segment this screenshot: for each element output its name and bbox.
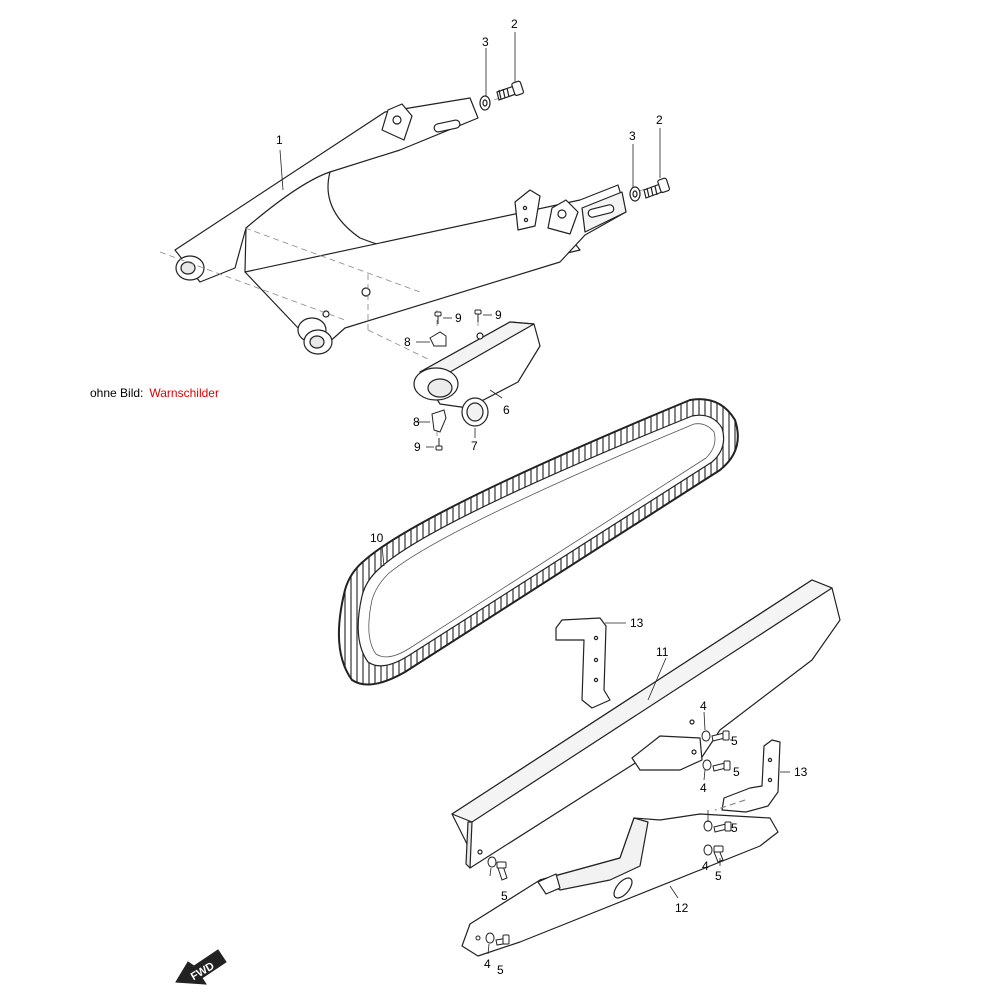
callout-8-upper: 8 [404,335,411,349]
callout-4-a: 4 [700,699,707,713]
callout-13-center: 13 [630,616,644,630]
callout-9-b: 9 [495,308,502,322]
lower-guard-bracket [714,739,781,813]
mount-brackets [429,331,447,433]
callout-10: 10 [370,531,384,545]
note-label: ohne Bild: [90,386,144,400]
callout-4-c: 4 [702,859,709,873]
callout-11: 11 [656,645,669,659]
cover-cap [461,397,489,427]
washer-upper [479,95,491,111]
callout-5-a: 5 [731,734,738,748]
callout-6: 6 [503,403,510,417]
callout-12: 12 [675,901,689,915]
drive-belt [337,398,739,686]
callout-2-upper: 2 [511,17,518,31]
missing-image-note: ohne Bild: Warnschilder [90,386,219,400]
belt-guard [451,579,841,869]
small-screws [434,309,482,451]
bolt-upper [496,80,524,101]
callout-4-d: 4 [484,957,491,971]
callout-5-b: 5 [733,765,740,779]
callout-2-lower: 2 [656,113,663,127]
forward-direction-arrow: FWD [175,949,227,985]
belt-guard-bracket [555,617,611,709]
note-value-warnschilder[interactable]: Warnschilder [149,386,219,400]
callout-5-c: 5 [731,821,738,835]
lower-belt-guard [461,813,779,957]
bolt-lower [643,177,670,199]
callout-4-b: 4 [700,781,707,795]
callout-9-c: 9 [414,440,421,454]
callout-3-upper: 3 [482,35,489,49]
callout-1: 1 [276,133,283,147]
leader-lines [279,32,790,955]
pivot-cover [413,321,541,409]
swing-arm [174,97,627,355]
callout-9-a: 9 [455,311,462,325]
callout-5-e: 5 [501,889,508,903]
callout-8-lower: 8 [413,415,420,429]
callout-labels: 1 2 3 2 3 9 9 8 6 8 7 9 10 13 11 4 5 4 5… [276,17,808,977]
callout-13-right: 13 [794,765,808,779]
guard-fasteners [487,730,731,881]
lower-guard-fasteners [475,820,732,946]
callout-5-f: 5 [497,963,504,977]
callout-7: 7 [471,439,478,453]
washer-lower [629,186,641,202]
callout-5-d: 5 [715,869,722,883]
callout-3-lower: 3 [629,129,636,143]
